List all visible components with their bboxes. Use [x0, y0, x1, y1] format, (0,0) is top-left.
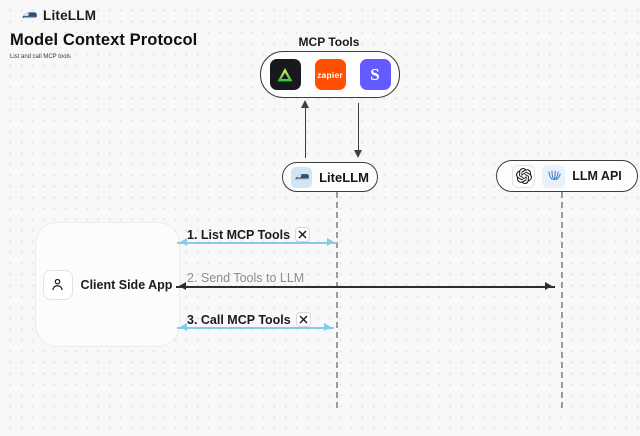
tools-icon	[295, 312, 311, 327]
flow-label-3: 3. Call MCP Tools	[187, 312, 311, 327]
flow-label-1-text: 1. List MCP Tools	[187, 227, 291, 242]
litellm-node: LiteLLM	[282, 162, 378, 192]
litellm-train-icon	[291, 166, 313, 188]
green-triangle-tool-icon	[269, 59, 301, 90]
client-node-label: Client Side App	[80, 277, 173, 292]
stripe-icon: S	[359, 59, 391, 90]
flow-label-3-text: 3. Call MCP Tools	[187, 312, 291, 327]
arrow-mcptools-to-litellm	[354, 103, 363, 158]
arrow-litellm-to-mcptools	[301, 100, 310, 158]
zapier-icon: zapier	[314, 59, 346, 90]
flow-label-1: 1. List MCP Tools	[187, 227, 311, 242]
llm-api-lifeline	[561, 192, 563, 408]
flow-label-2-text: 2. Send Tools to LLM	[187, 271, 305, 285]
client-side-app-node: Client Side App	[35, 222, 180, 347]
litellm-node-label: LiteLLM	[319, 169, 369, 185]
tools-icon	[295, 227, 311, 242]
zapier-wordmark: zapier	[317, 69, 343, 80]
stripe-letter: S	[370, 64, 380, 84]
person-icon	[42, 269, 73, 300]
flow-label-2: 2. Send Tools to LLM	[187, 271, 304, 285]
llm-api-node: LLM API	[496, 160, 638, 192]
mcp-tools-label: MCP Tools	[298, 35, 360, 49]
openai-icon	[512, 164, 536, 188]
page-title: Model Context Protocol	[10, 31, 198, 49]
llm-api-node-label: LLM API	[572, 169, 622, 183]
litellm-train-icon	[21, 7, 38, 24]
mcp-tools-node: zapier S	[260, 51, 400, 98]
page-subtitle: List and call MCP tools	[10, 54, 71, 60]
llm-provider-icon	[542, 164, 566, 188]
brand-name: LiteLLM	[43, 8, 97, 23]
brand: LiteLLM	[21, 7, 96, 24]
litellm-lifeline	[336, 192, 338, 408]
